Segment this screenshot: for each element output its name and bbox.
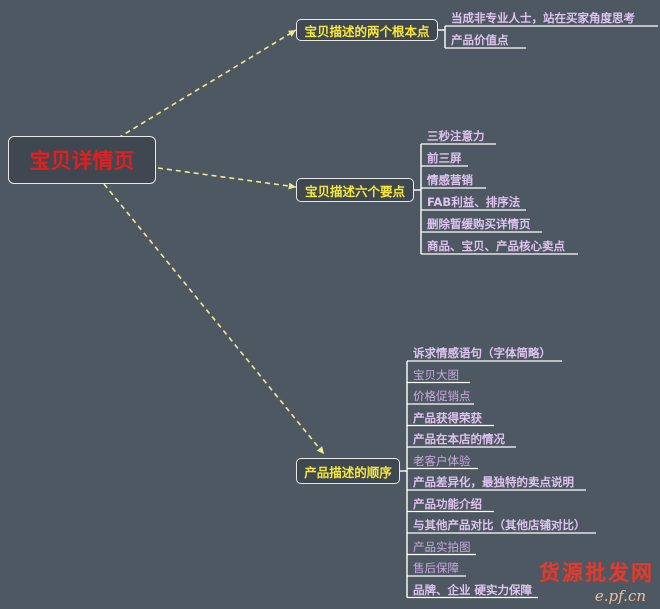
dashed-connector (103, 183, 325, 455)
leaf-item[interactable]: 老客户体验 (413, 453, 471, 468)
dashed-connector (117, 29, 297, 139)
branch-node[interactable]: 宝贝描述六个要点 (296, 178, 414, 202)
leaf-item[interactable]: FAB利益、排序法 (427, 195, 521, 209)
leaf-item[interactable]: 宝贝大图 (413, 367, 459, 382)
leaf-item[interactable]: 售后保障 (413, 561, 459, 575)
watermark-text: 货源批发网 (539, 560, 654, 585)
branch-label: 宝贝描述的两个根本点 (304, 23, 430, 39)
leaf-item[interactable]: 品牌、企业 硬实力保障 (413, 582, 533, 597)
leaf-item[interactable]: 产品获得荣获 (413, 410, 482, 425)
leaf-item[interactable]: 删除暂缓购买详情页 (427, 217, 531, 231)
leaf-item[interactable]: 情感营销 (427, 173, 473, 187)
branch-label: 产品描述的顺序 (304, 464, 392, 480)
arrowhead-icon (288, 182, 296, 190)
root-label: 宝贝详情页 (29, 149, 135, 173)
leaf-item[interactable]: 三秒注意力 (427, 129, 485, 143)
watermark-url: e.pf.cn (594, 587, 646, 605)
leaf-item[interactable]: 产品功能介绍 (413, 496, 482, 511)
branch-node[interactable]: 产品描述的顺序 (296, 458, 400, 484)
arrowhead-icon (288, 30, 296, 37)
leaf-item[interactable]: 诉求情感语句（字体简略） (413, 346, 551, 360)
leaf-item[interactable]: 商品、宝贝、产品核心卖点 (427, 239, 565, 253)
root-node[interactable]: 宝贝详情页 (8, 136, 156, 184)
arrowhead-icon (316, 446, 324, 454)
dashed-connector (157, 167, 297, 188)
leaf-item[interactable]: 价格促销点 (413, 389, 471, 403)
branch-node[interactable]: 宝贝描述的两个根本点 (296, 19, 438, 41)
leaf-item[interactable]: 与其他产品对比（其他店铺对比） (413, 518, 586, 532)
leaf-item[interactable]: 产品实拍图 (413, 539, 471, 554)
branch-label: 宝贝描述六个要点 (304, 183, 405, 199)
leaf-item[interactable]: 当成非专业人士，站在买家角度思考 (451, 11, 635, 25)
leaf-item[interactable]: 产品在本店的情况 (413, 432, 505, 446)
watermark-logo: 货源批发网 e.pf.cn (539, 557, 654, 605)
leaf-item[interactable]: 产品价值点 (451, 33, 509, 47)
leaf-item[interactable]: 前三屏 (427, 151, 462, 165)
leaf-item[interactable]: 产品差异化，最独特的卖点说明 (413, 475, 574, 489)
